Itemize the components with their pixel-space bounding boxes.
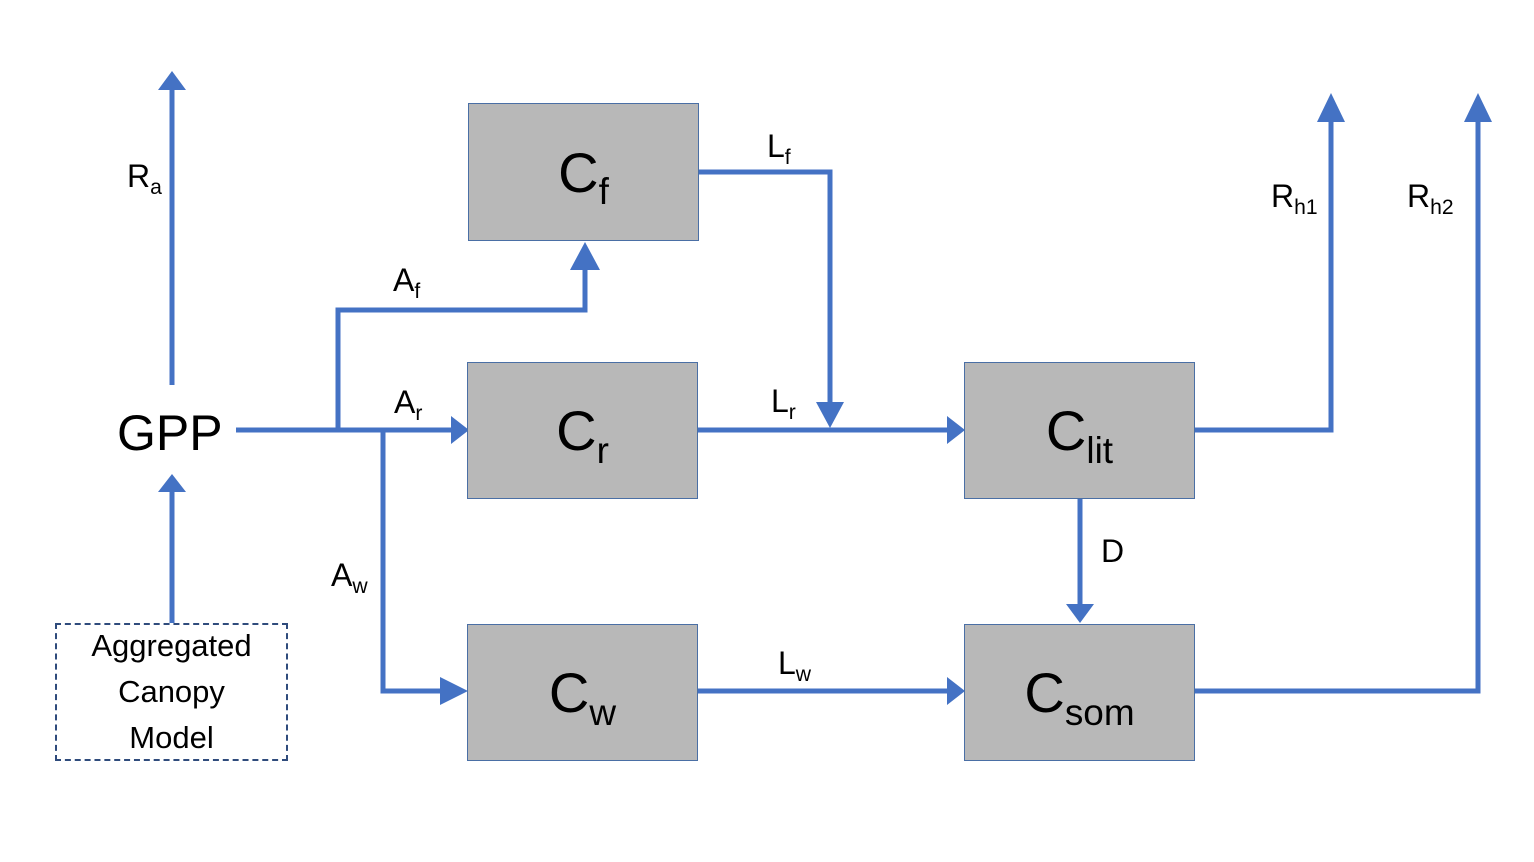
arrow-rh2	[1195, 112, 1481, 694]
arrowhead-lf	[816, 402, 844, 428]
arrowhead-canopy-to-gpp	[158, 474, 186, 492]
label-rh2: Rh2	[1407, 178, 1454, 220]
pool-cw: Cw	[467, 624, 698, 761]
arrowhead-rh2	[1464, 93, 1492, 122]
canopy-line1: Aggregated	[91, 628, 252, 663]
label-lf: Lf	[767, 128, 791, 170]
label-lw: Lw	[778, 645, 812, 687]
arrowhead-cw	[440, 677, 468, 705]
label-aw: Aw	[331, 557, 368, 599]
arrowhead-d	[1066, 604, 1094, 623]
pool-cf: Cf	[468, 103, 699, 241]
pool-csom-label: Csom	[1024, 661, 1135, 733]
pool-clit-label: Clit	[1045, 399, 1114, 471]
arrowhead-clit	[947, 416, 965, 444]
label-lr: Lr	[771, 383, 796, 425]
pool-cf-label: Cf	[558, 140, 609, 213]
canopy-model-box: Aggregated Canopy Model	[55, 623, 288, 761]
arrow-af-to-cf	[335, 262, 588, 430]
pool-cw-label: Cw	[548, 661, 617, 733]
label-ar: Ar	[394, 384, 423, 426]
pool-csom: Csom	[964, 624, 1195, 761]
arrowhead-cr	[451, 416, 469, 444]
gpp-label: GPP	[117, 405, 223, 461]
arrowhead-rh1	[1317, 93, 1345, 122]
arrowhead-csom	[947, 677, 965, 705]
label-rh1: Rh1	[1271, 178, 1318, 220]
arrow-rh1	[1195, 112, 1334, 433]
pool-clit: Clit	[964, 362, 1195, 499]
arrowhead-ra	[158, 71, 186, 90]
pool-cr: Cr	[467, 362, 698, 499]
arrowhead-cf	[570, 242, 600, 270]
arrow-lf	[698, 169, 833, 405]
label-af: Af	[393, 262, 421, 304]
label-ra: Ra	[127, 158, 162, 200]
arrow-aw-to-cw	[380, 430, 450, 694]
canopy-line2: Canopy	[118, 674, 225, 709]
canopy-line3: Model	[129, 720, 214, 755]
label-d: D	[1101, 533, 1125, 569]
pool-cr-label: Cr	[556, 399, 609, 471]
